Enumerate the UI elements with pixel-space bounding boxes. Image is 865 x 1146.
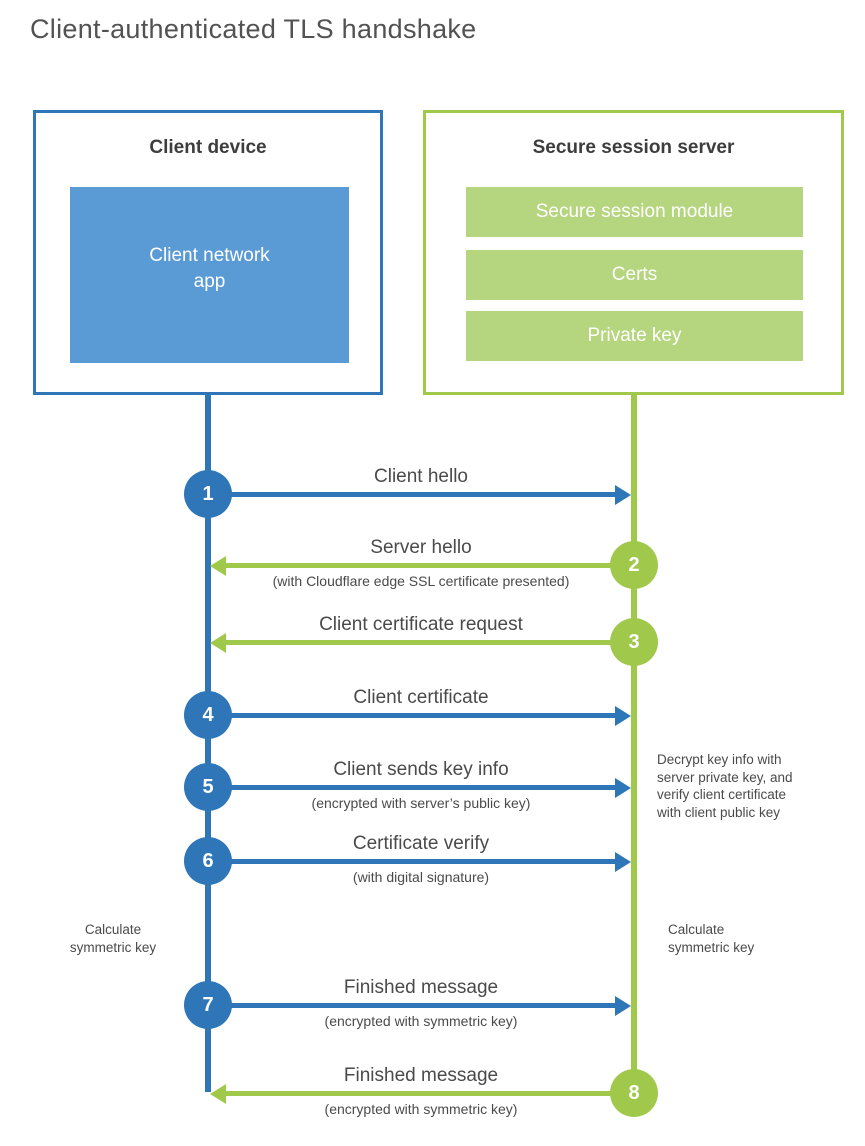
step-3-label: Client certificate request — [319, 614, 523, 635]
arrow-right-icon — [230, 777, 631, 798]
step-3-badge: 3 — [610, 618, 658, 666]
server-module-private-key: Private key — [466, 311, 803, 361]
decrypt-key-note: Decrypt key info with server private key… — [657, 752, 793, 820]
server-module-certs: Certs — [466, 250, 803, 300]
arrow-left-icon — [210, 555, 612, 576]
page-title: Client-authenticated TLS handshake — [30, 14, 477, 44]
step-6-sublabel: (with digital signature) — [352, 869, 490, 885]
step-7-label: Finished message — [343, 977, 499, 998]
step-7-sublabel: (encrypted with symmetric key) — [324, 1013, 518, 1029]
secure-session-server-box: Secure session server Secure session mod… — [423, 110, 844, 395]
client-lifeline — [205, 394, 211, 1092]
arrow-right-icon — [230, 851, 631, 872]
step-5-badge: 5 — [184, 763, 232, 811]
secure-session-server-title: Secure session server — [532, 137, 735, 158]
calculate-symmetric-key-server: Calculate symmetric key — [668, 922, 755, 955]
client-device-title: Client device — [149, 137, 267, 158]
arrow-right-icon — [230, 484, 631, 505]
arrow-left-icon — [210, 1083, 612, 1104]
arrow-right-icon — [230, 995, 631, 1016]
step-6-label: Certificate verify — [352, 833, 490, 854]
client-device-box: Client device Client network app — [33, 110, 383, 395]
step-8-label: Finished message — [343, 1065, 499, 1086]
step-2-sublabel: (with Cloudflare edge SSL certificate pr… — [272, 573, 570, 589]
step-2-badge: 2 — [610, 541, 658, 589]
server-lifeline — [631, 394, 637, 1070]
arrow-right-icon — [230, 705, 631, 726]
step-1-badge: 1 — [184, 470, 232, 518]
server-module-secure-session: Secure session module — [466, 187, 803, 237]
step-5-label: Client sends key info — [333, 759, 509, 780]
step-4-badge: 4 — [184, 691, 232, 739]
step-8-badge: 8 — [610, 1069, 658, 1117]
step-7-badge: 7 — [184, 981, 232, 1029]
step-2-label: Server hello — [370, 537, 472, 558]
step-8-sublabel: (encrypted with symmetric key) — [324, 1101, 518, 1117]
arrow-left-icon — [210, 632, 612, 653]
step-1-label: Client hello — [374, 466, 468, 487]
step-6-badge: 6 — [184, 837, 232, 885]
client-network-app-rect: Client network app — [70, 187, 349, 363]
client-network-app-label: Client network app — [149, 245, 270, 292]
step-4-label: Client certificate — [353, 687, 489, 708]
step-5-sublabel: (encrypted with server’s public key) — [311, 795, 531, 811]
calculate-symmetric-key-client: Calculate symmetric key — [69, 922, 157, 955]
